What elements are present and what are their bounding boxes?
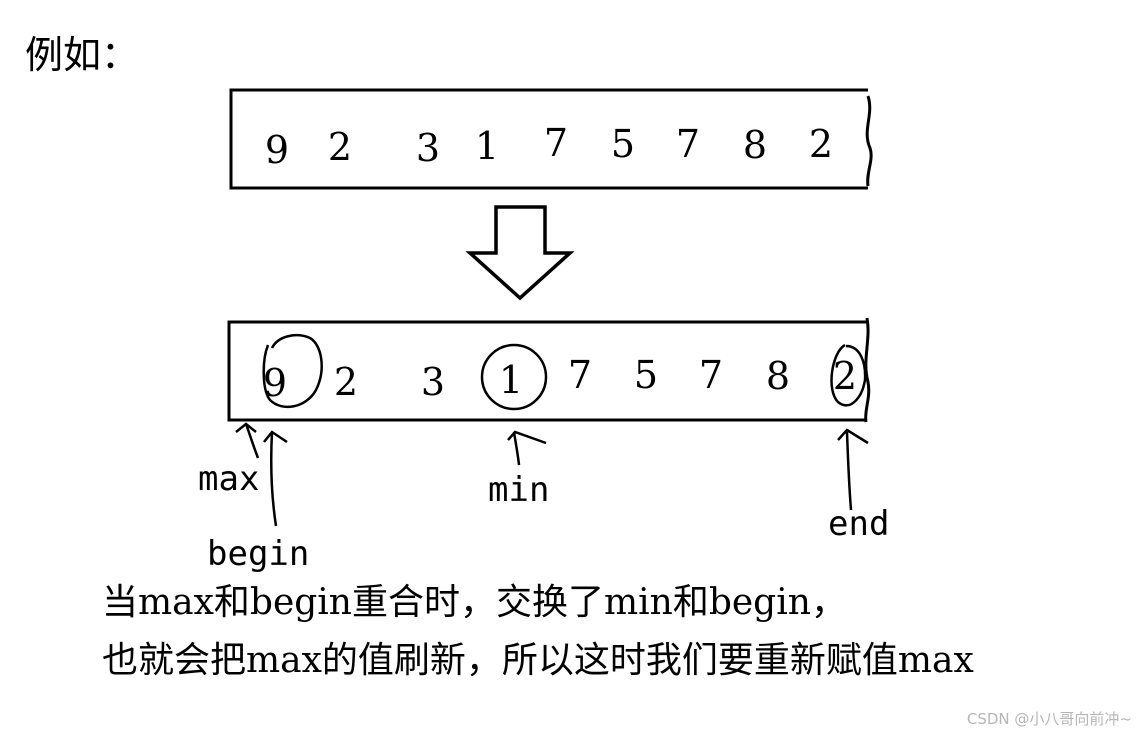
array-box-after: [227, 320, 867, 422]
explanation-line-1: 当max和begin重合时，交换了min和begin，: [102, 582, 847, 623]
array-after-item: 5: [634, 353, 658, 397]
min-circle: [480, 343, 548, 411]
array-box-after-torn-edge: [864, 317, 871, 423]
array-after-item: 2: [334, 360, 358, 404]
array-before-item: 7: [544, 121, 568, 165]
array-after-item: 9: [263, 361, 287, 405]
array-before-item: 7: [676, 122, 700, 166]
array-before-item: 1: [475, 124, 499, 168]
end-circle: [830, 343, 867, 407]
explanation-line-2: 也就会把max的值刷新，所以这时我们要重新赋值max: [102, 640, 974, 681]
array-box-before: [229, 88, 868, 190]
down-arrow-icon: [465, 205, 575, 301]
heading-text: 例如：: [25, 33, 140, 77]
array-before-item: 5: [611, 122, 635, 166]
array-before-item: 3: [416, 126, 440, 170]
array-box-before-torn-edge: [865, 95, 873, 187]
array-after-item: 7: [568, 353, 592, 397]
end-pointer-label: end: [828, 504, 890, 544]
max-pointer-label: max: [198, 459, 260, 499]
array-before-item: 2: [809, 122, 833, 166]
max-begin-circle: [262, 334, 323, 409]
array-after-item: 8: [766, 354, 790, 398]
array-before-item: 9: [265, 128, 289, 172]
array-after-item: 2: [833, 354, 857, 398]
begin-pointer-label: begin: [207, 534, 310, 574]
min-pointer-arrow: [507, 430, 547, 466]
end-pointer-arrow: [837, 428, 869, 511]
watermark: CSDN @小八哥向前冲~: [966, 710, 1132, 728]
array-after-item: 1: [499, 358, 523, 402]
min-pointer-label: min: [488, 470, 550, 510]
array-after-item: 3: [421, 360, 445, 404]
array-after-item: 7: [699, 353, 723, 397]
array-before-item: 2: [328, 125, 352, 169]
begin-pointer-arrow: [263, 430, 288, 527]
array-before-item: 8: [743, 123, 767, 167]
max-pointer-arrow: [235, 422, 260, 459]
